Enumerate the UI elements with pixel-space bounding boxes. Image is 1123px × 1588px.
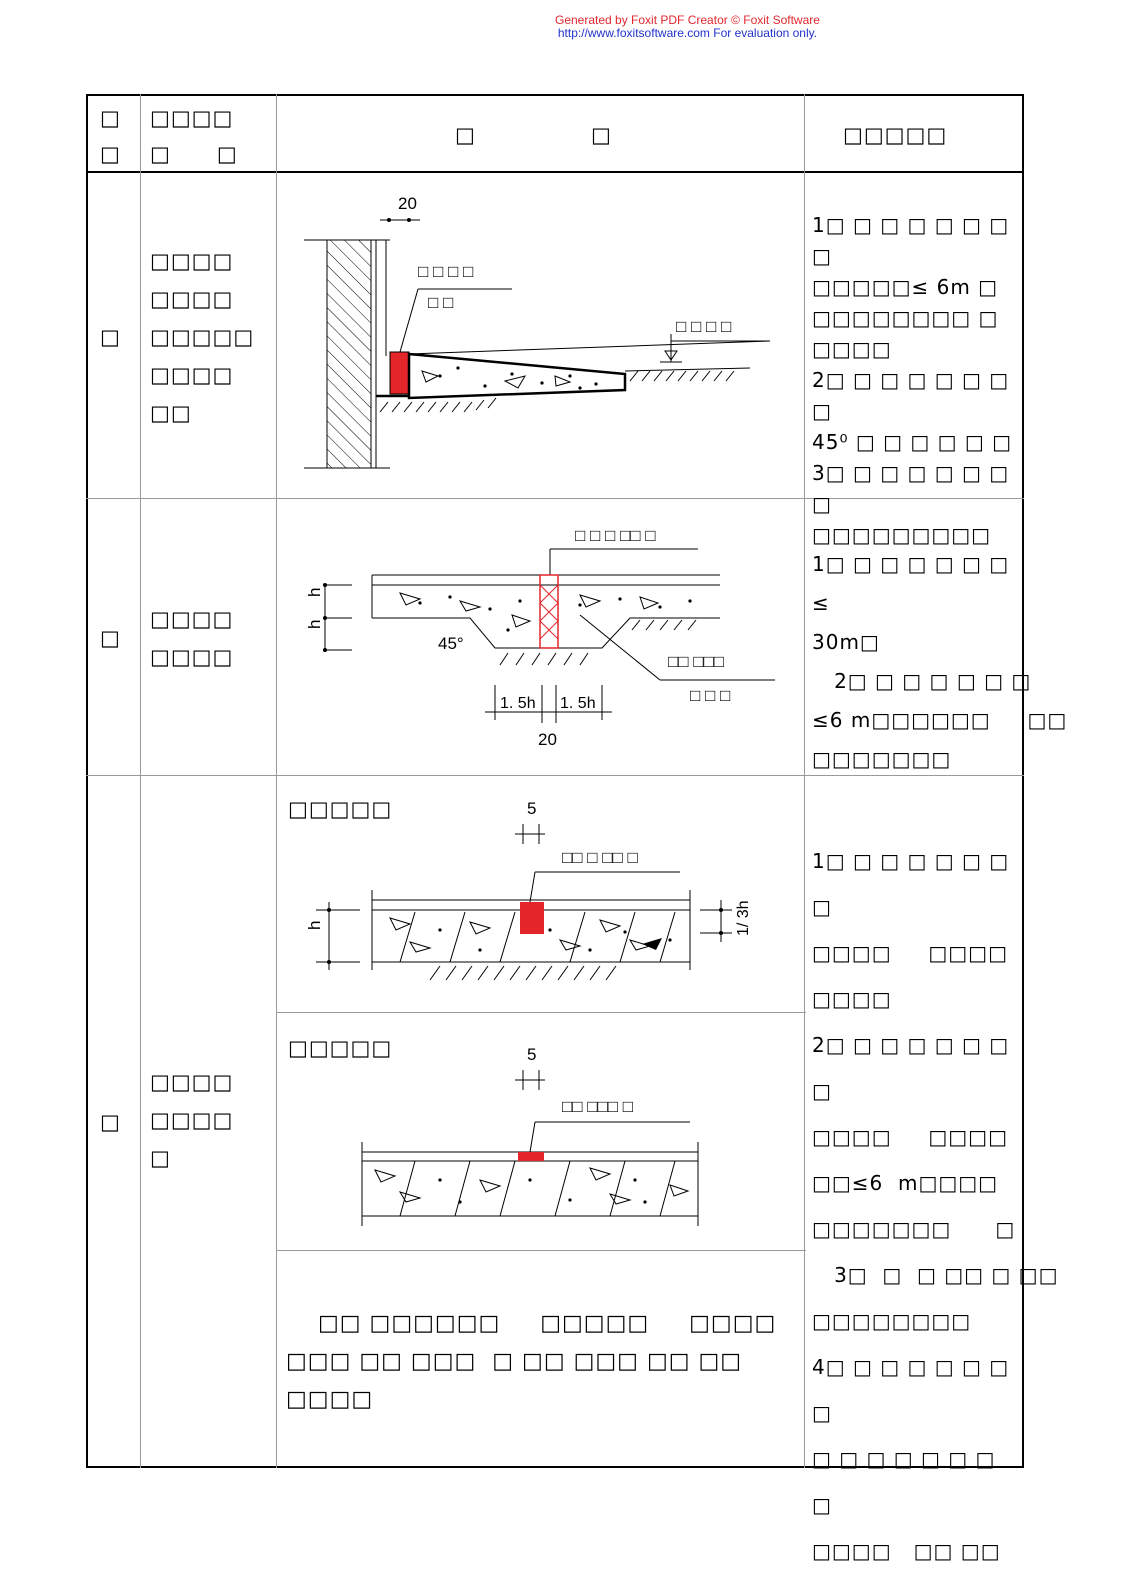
row3-note-3: □□□□ (812, 987, 892, 1011)
row3-notes: 1□ □ □ □ □ □ □ □ □□□□ □□□□ □□□□ 2□ □ □ □… (812, 838, 1059, 1574)
col1-line (140, 94, 141, 1468)
row3-note-9: □□□□□□□□ (812, 1309, 972, 1333)
row3-a-dim-13h: 1/ 3h (735, 900, 752, 936)
row3-b-dim-5: 5 (527, 1045, 536, 1064)
row2-note-3: 2□ □ □ □ □ □ □ (812, 669, 1032, 693)
row2-dim-20: 20 (538, 730, 557, 749)
row1-note-2: □□□□□≤ 6m □ (812, 275, 999, 299)
row3-note-2: □□□□ □□□□ (812, 941, 1008, 965)
row3-note-8: 3□ □ □ □□ □ □□ (812, 1263, 1059, 1287)
row1-note-5: 2□ □ □ □ □ □ □ □ (812, 368, 1010, 423)
row1-no: □ (100, 325, 121, 349)
col2-line (276, 94, 277, 1468)
row3-text-note: □□ □□□□□□ □□□□□ □□□□ □□□ □□ □□□ □ □□ □□□… (286, 1311, 785, 1412)
row1-note-4: □□□□ (812, 337, 892, 361)
fig-a-divider (276, 1012, 806, 1013)
row1-note-6: 45⁰ □ □ □ □ □ □ (812, 430, 1012, 454)
row2-dim-15h-left: 1. 5h (500, 695, 536, 712)
row3-note-10: 4□ □ □ □ □ □ □ □ (812, 1355, 1010, 1425)
watermark: Generated by Foxit PDF Creator © Foxit S… (555, 14, 820, 40)
row3-note-4: 2□ □ □ □ □ □ □ □ (812, 1033, 1010, 1103)
row2-angle: 45° (438, 634, 464, 653)
row3-a-dim-5: 5 (527, 799, 536, 818)
row2-label-right-1: □□ □□□ (668, 652, 724, 671)
row3-b-label: □□ □□□ □ (562, 1097, 633, 1116)
row1-note-1: 1□ □ □ □ □ □ □ □ (812, 213, 1010, 268)
row2-dim-h2: h (305, 620, 324, 629)
joint-table (86, 94, 1024, 1468)
watermark-line-1: Generated by Foxit PDF Creator © Foxit S… (555, 13, 820, 27)
row3-name: □□□□ □□□□ □ (150, 1070, 234, 1170)
row3-note-6: □□≤6 m□□□□ (812, 1171, 999, 1195)
row3-figure-a: 5 □□ □ □□ □ h 1/ 3h (305, 799, 752, 981)
row2-divider (86, 775, 1024, 776)
row1-label-joint-1: □ □ □ □ (418, 262, 473, 281)
row2-figure: □ □ □ □□ □ h h 45° □□ □□□ □ (305, 526, 775, 749)
row3-note-12: □□□□ □□ □□ (812, 1539, 1001, 1563)
header-divider (86, 171, 1024, 173)
row3-note-1: 1□ □ □ □ □ □ □ □ (812, 849, 1010, 919)
row1-divider (86, 498, 1024, 499)
row1-name: □□□□ □□□□ □□□□□ □□□□ □□ (150, 249, 255, 425)
header-col-no: □ □ (100, 106, 121, 166)
row1-label-joint-2: □ □ (428, 293, 453, 312)
watermark-line-2: http://www.foxitsoftware.com For evaluat… (557, 26, 818, 40)
row2-label-top: □ □ □ □□ □ (575, 526, 656, 545)
header-col-notes: □□□□□ (843, 123, 948, 147)
row3-figure-b: 5 □□ □□□ □ (361, 1045, 699, 1226)
row1-figure: 20 □ □ □ □ □ □ □ □ □ □ (304, 194, 771, 469)
row2-note-5: □□□□□□□ (812, 747, 952, 771)
header-col-name: □□□□ □ □ (150, 106, 238, 166)
row2-note-2: 30m□ (812, 630, 880, 654)
row3-fig-a-title: □□□□□ (288, 797, 393, 821)
header-col-figure: □ □ (455, 123, 612, 147)
row1-note-7: 3□ □ □ □ □ □ □ □ (812, 461, 1010, 516)
row3-a-label: □□ □ □□ □ (562, 848, 638, 867)
row3-fig-b-title: □□□□□ (288, 1036, 393, 1060)
row2-note-4: ≤6 m□□□□□□ □□ (812, 708, 1068, 732)
row3-a-dim-h: h (305, 921, 324, 930)
row3-note-11: □ □ □ □ □ □ □ □ (812, 1447, 996, 1517)
fig-b-divider (276, 1250, 806, 1251)
row2-note-1: 1□ □ □ □ □ □ □ ≤ (812, 552, 1010, 615)
row1-note-8: □□□□□□□□□ (812, 523, 992, 547)
row2-label-right-2: □ □ □ (690, 686, 730, 705)
col3-line (804, 94, 805, 1468)
row3-no: □ (100, 1110, 121, 1134)
row1-label-ground: □ □ □ □ (676, 317, 731, 336)
row1-notes: 1□ □ □ □ □ □ □ □ □□□□□≤ 6m □ □□□□□□□□ □ … (812, 210, 1020, 551)
row2-name: □□□□ □□□□ (150, 607, 234, 669)
row2-dim-15h-right: 1. 5h (560, 695, 596, 712)
row3-note-7: □□□□□□□ □ (812, 1217, 1016, 1241)
row2-notes: 1□ □ □ □ □ □ □ ≤ 30m□ 2□ □ □ □ □ □ □ ≤6 … (812, 545, 1068, 779)
row1-note-3: □□□□□□□□ □ (812, 306, 999, 330)
row3-note-5: □□□□ □□□□ (812, 1125, 1008, 1149)
row2-no: □ (100, 626, 121, 650)
row2-dim-h1: h (305, 588, 324, 597)
row1-dim-20: 20 (398, 194, 417, 213)
